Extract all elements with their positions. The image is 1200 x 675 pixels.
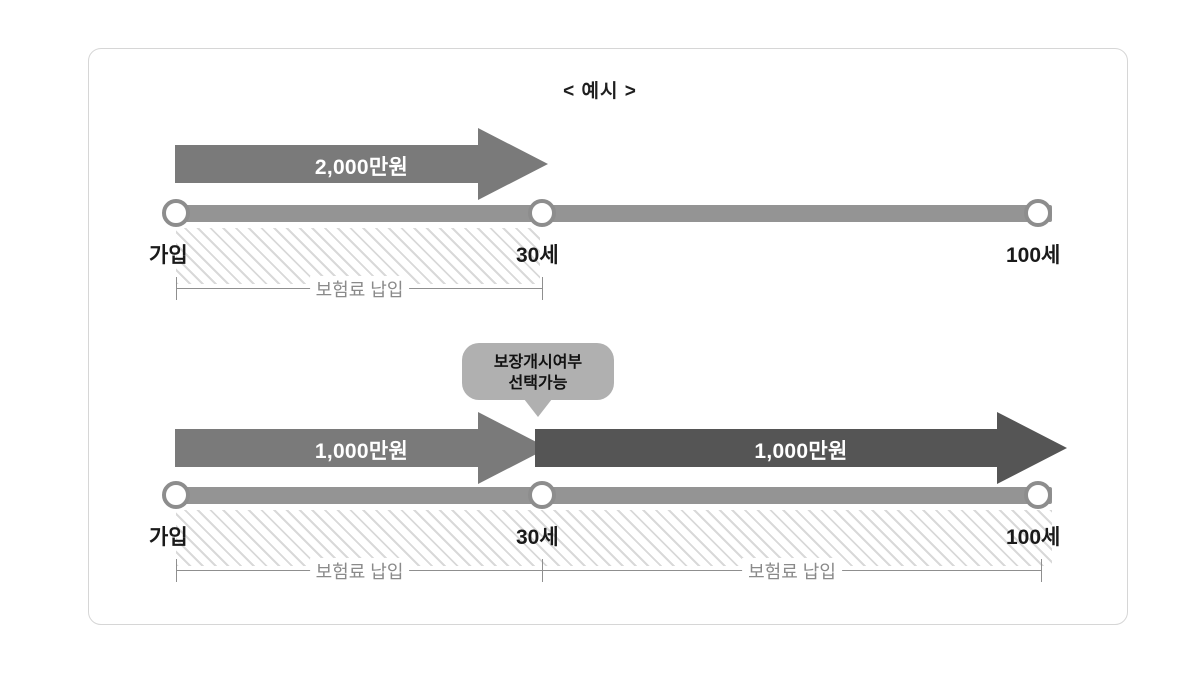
callout-line-1: 보장개시여부 — [493, 354, 583, 371]
timeline-node-join-1 — [162, 199, 190, 227]
timeline-caption-age30-1: 30세 — [516, 244, 559, 267]
bracket-tick-end-2b — [1041, 559, 1042, 582]
timeline-caption-age100-1: 100세 — [1006, 244, 1061, 267]
arrow-shape-light-2 — [175, 412, 548, 484]
timeline-node-age100-2 — [1024, 481, 1052, 509]
premium-hatch-band-1 — [176, 228, 540, 284]
timeline-node-age100-1 — [1024, 199, 1052, 227]
arrow-shape-dark — [535, 412, 1067, 484]
arrow-shape-light — [175, 128, 548, 200]
premium-bracket-2b: 보험료 납입 — [542, 558, 1042, 584]
timeline-bar-1 — [176, 205, 1052, 222]
page-title: < 예시 > — [563, 81, 637, 102]
premium-bracket-1: 보험료 납입 — [176, 276, 543, 302]
timeline-node-age30-2 — [528, 481, 556, 509]
premium-bracket-2a-label: 보험료 납입 — [309, 558, 410, 584]
premium-bracket-2b-label: 보험료 납입 — [742, 558, 842, 584]
callout-line-2: 선택가능 — [508, 375, 568, 393]
premium-hatch-band-2 — [176, 510, 1052, 566]
timeline-caption-age30-2: 30세 — [516, 526, 559, 549]
timeline-caption-age100-2: 100세 — [1006, 526, 1061, 549]
timeline-caption-join-1: 가입 — [149, 244, 188, 267]
timeline-bar-2 — [176, 487, 1052, 504]
premium-bracket-1-label: 보험료 납입 — [309, 276, 410, 302]
coverage-start-callout: 보장개시여부 선택가능 — [462, 343, 614, 417]
timeline-caption-join-2: 가입 — [149, 526, 188, 549]
timeline-node-join-2 — [162, 481, 190, 509]
timeline-node-age30-1 — [528, 199, 556, 227]
callout-tail-icon — [524, 399, 552, 417]
premium-bracket-2a: 보험료 납입 — [176, 558, 543, 584]
bracket-tick-end-1 — [542, 277, 543, 300]
